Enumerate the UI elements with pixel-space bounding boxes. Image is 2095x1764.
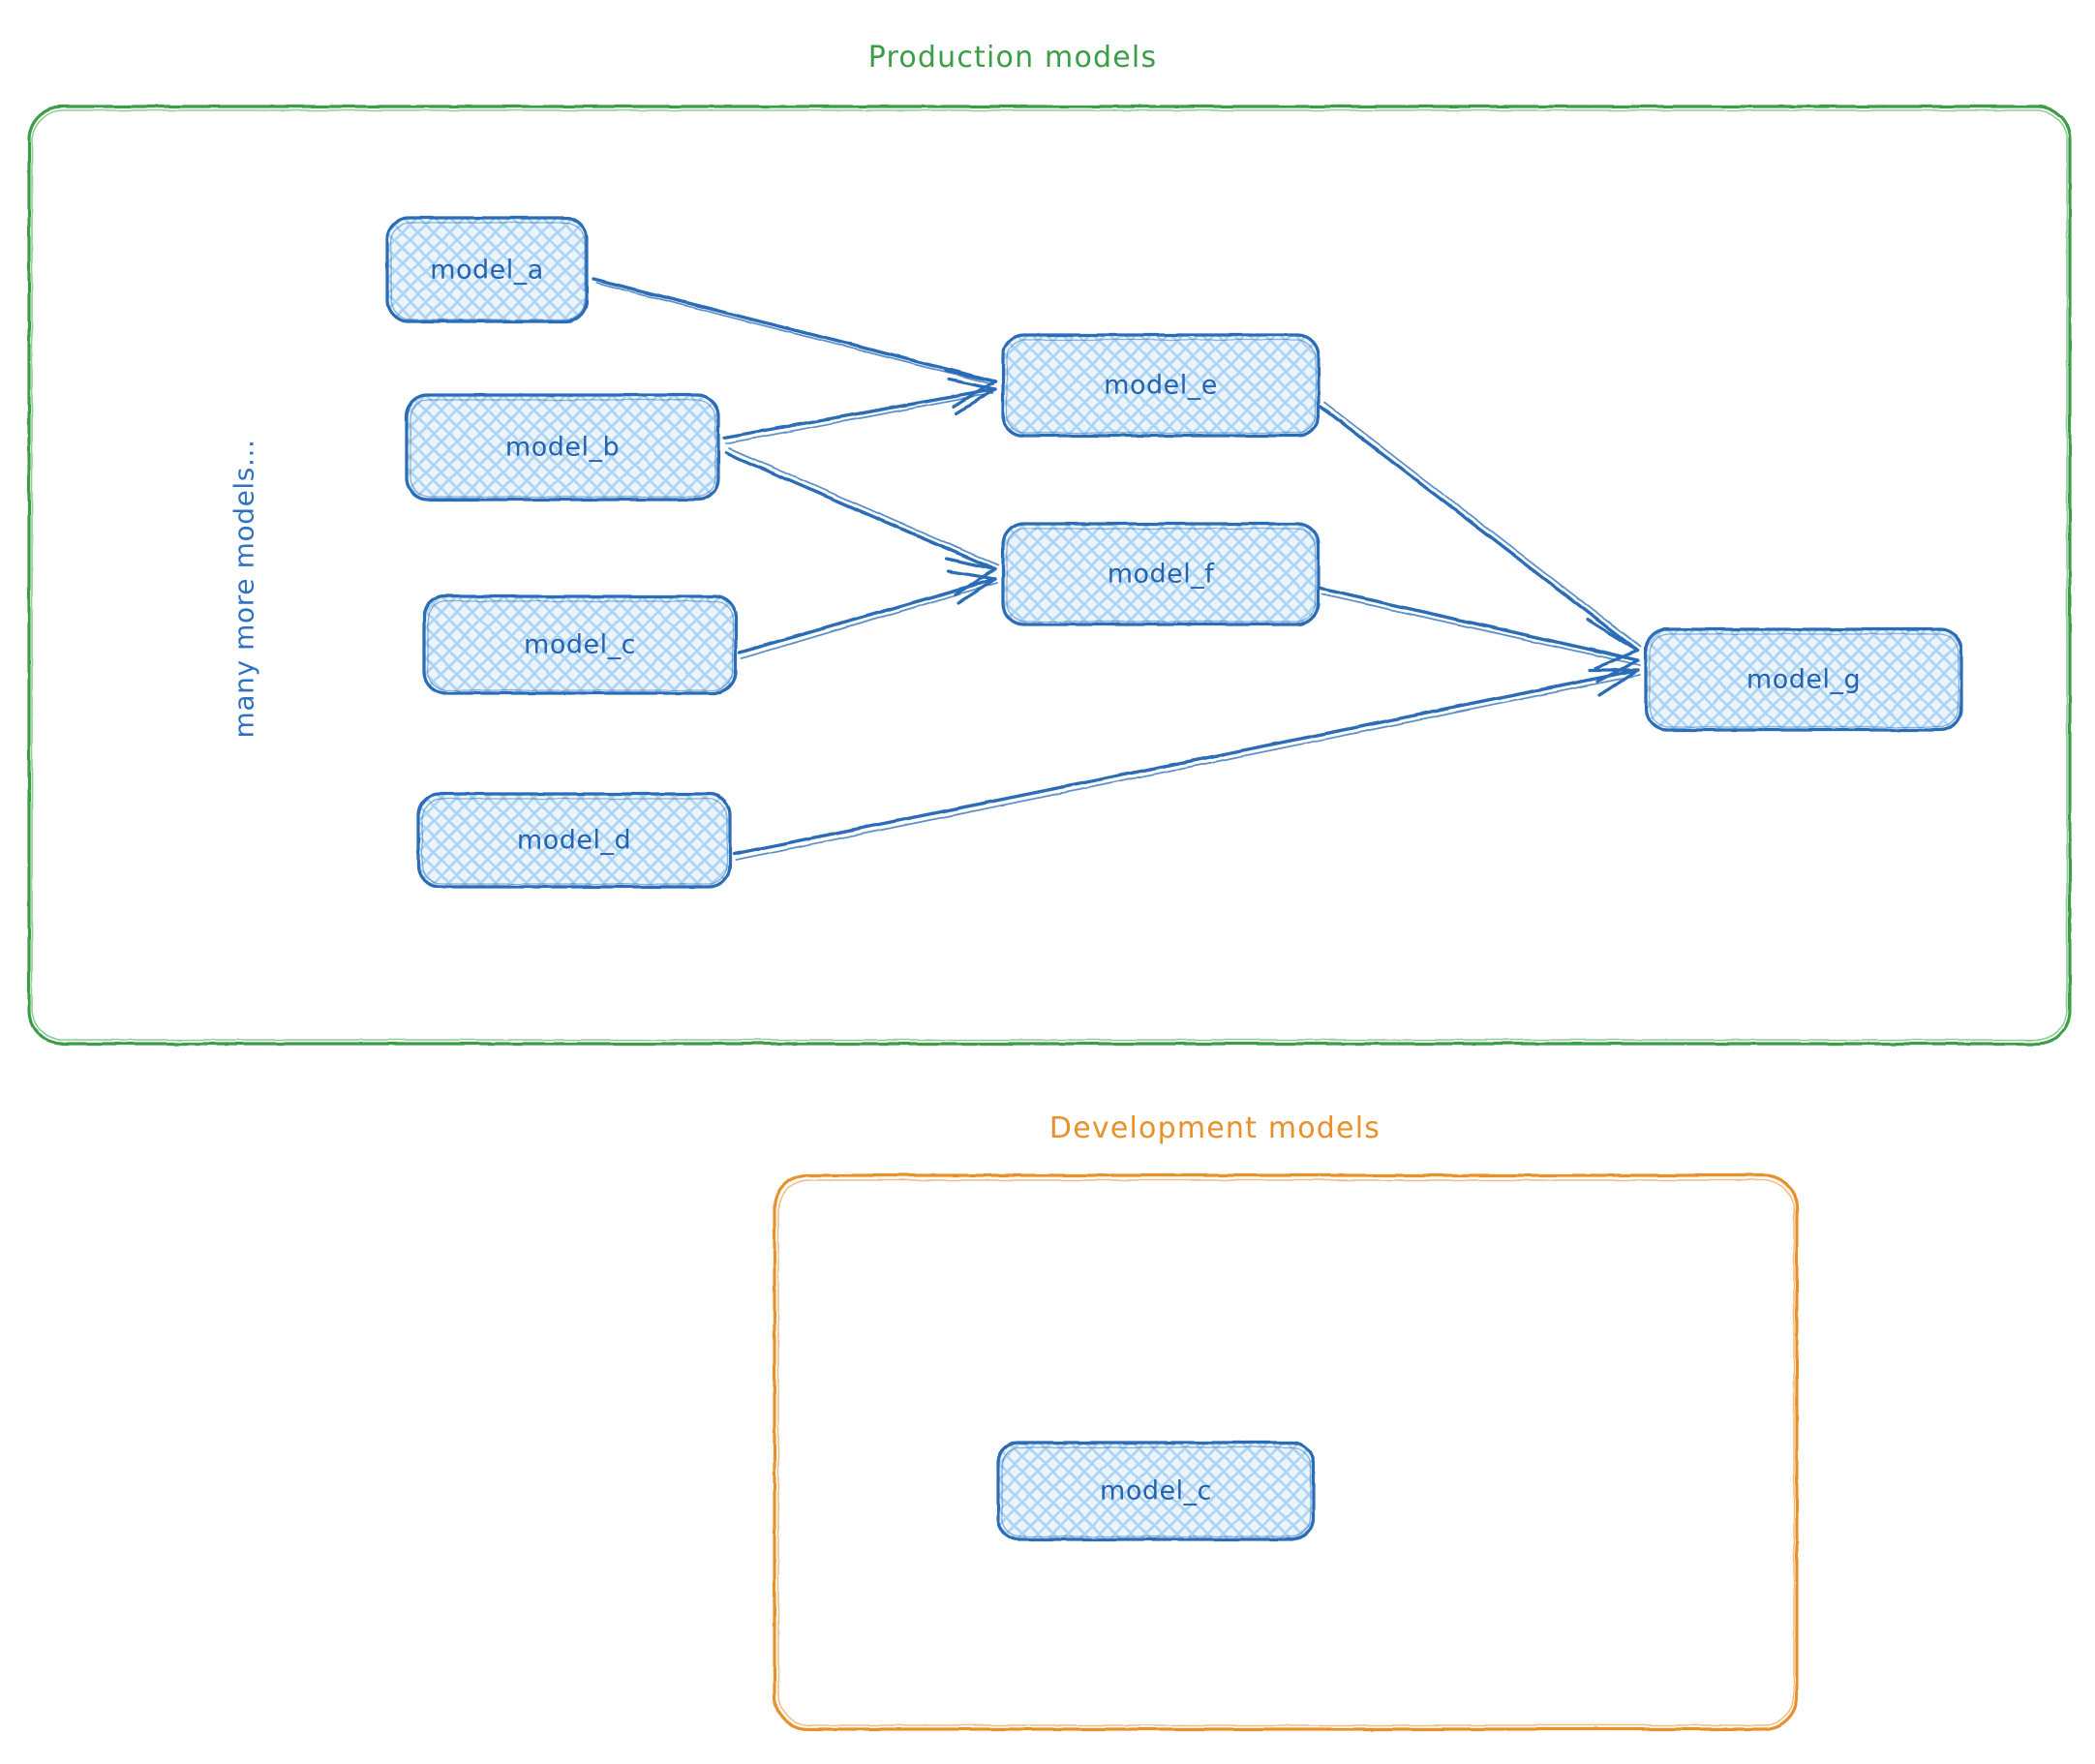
- edge-d-to-g: [732, 668, 1641, 861]
- node-model-a[interactable]: [385, 216, 589, 323]
- nodes-layer: [385, 216, 1963, 1541]
- edge-b-to-f: [724, 447, 999, 596]
- node-model-g[interactable]: [1644, 627, 1963, 732]
- node-model-c-production[interactable]: [422, 594, 738, 695]
- edge-a-to-e: [592, 277, 997, 409]
- group-title-production: Production models: [867, 41, 1158, 75]
- group-production-border: [27, 105, 2072, 1046]
- node-label-model-c-development: model_c: [1100, 1475, 1212, 1506]
- group-title-development: Development models: [1048, 1111, 1381, 1145]
- node-label-model-a: model_a: [430, 255, 544, 286]
- edge-b-to-e: [722, 378, 997, 444]
- node-label-model-g: model_g: [1746, 664, 1862, 695]
- node-label-model-e: model_e: [1104, 370, 1218, 401]
- node-model-c-development[interactable]: [996, 1441, 1316, 1541]
- node-model-b[interactable]: [405, 393, 720, 502]
- edges-layer: [592, 277, 1642, 861]
- node-model-f[interactable]: [1001, 522, 1321, 626]
- edge-c-to-f: [738, 569, 998, 659]
- node-model-d[interactable]: [416, 792, 732, 889]
- edge-f-to-g: [1319, 587, 1641, 684]
- side-label-many-more-models: many more models...: [228, 439, 260, 739]
- node-model-e[interactable]: [1001, 333, 1321, 438]
- node-label-model-b: model_b: [504, 432, 621, 463]
- node-label-model-f: model_f: [1107, 559, 1215, 590]
- edge-e-to-g: [1319, 402, 1642, 670]
- group-development-border: [773, 1173, 1799, 1731]
- node-label-model-c-production: model_c: [524, 629, 636, 660]
- node-label-model-d: model_d: [516, 825, 632, 856]
